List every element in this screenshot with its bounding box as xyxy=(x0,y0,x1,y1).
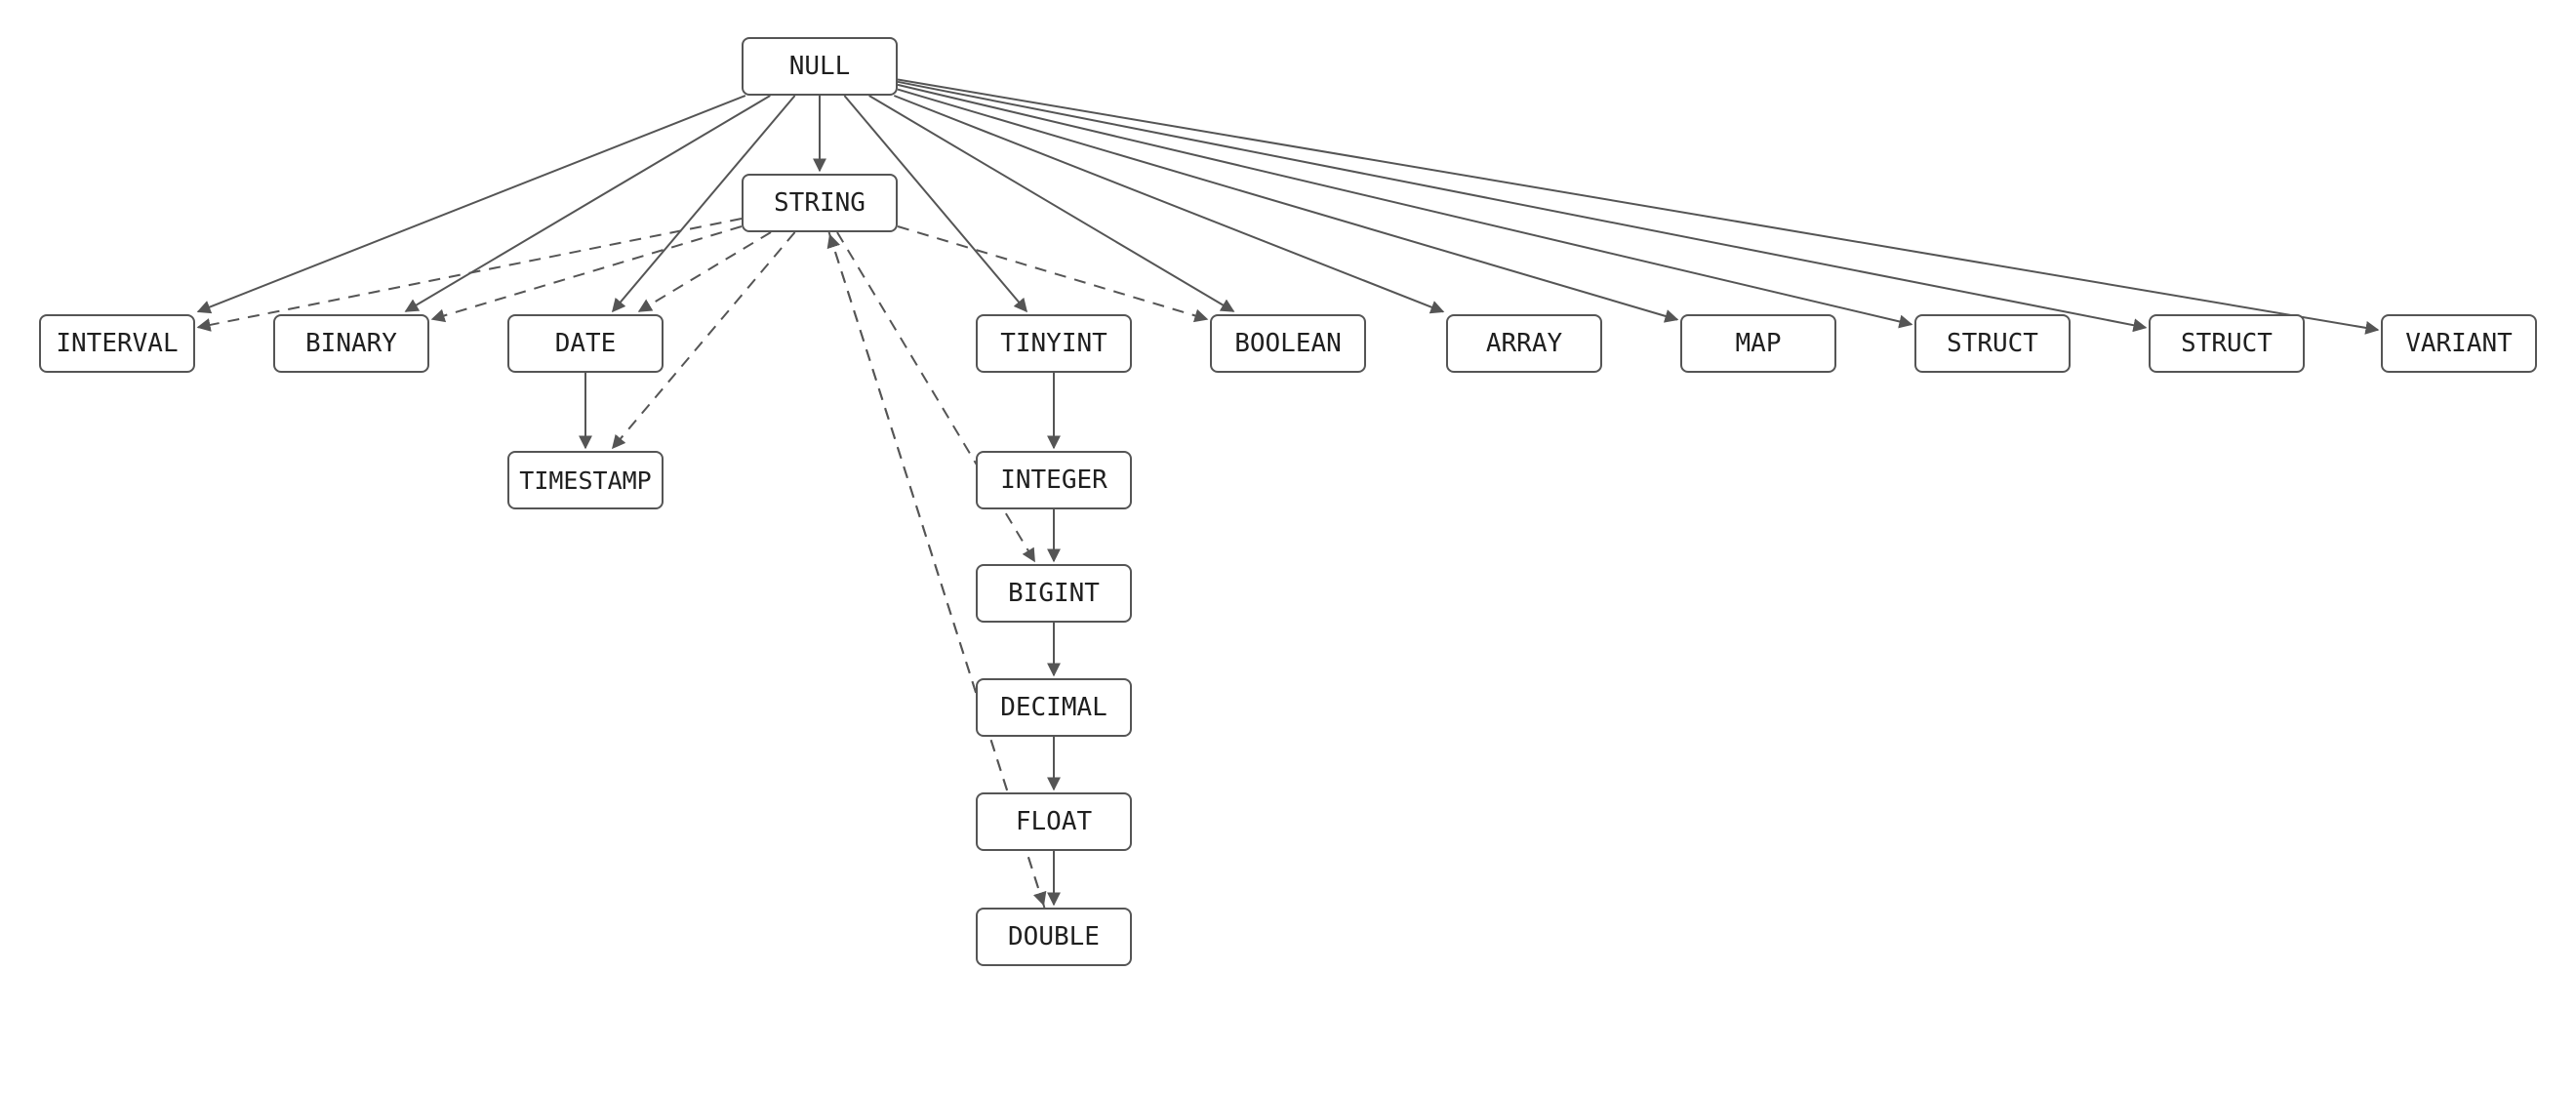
node-label: FLOAT xyxy=(1015,807,1093,836)
node-decimal[interactable]: DECIMAL xyxy=(976,678,1132,737)
node-timestamp[interactable]: TIMESTAMP xyxy=(507,451,664,509)
node-double[interactable]: DOUBLE xyxy=(976,908,1132,966)
edge-null-to-variant xyxy=(897,78,2380,335)
node-tinyint[interactable]: TINYINT xyxy=(976,314,1132,373)
node-bigint[interactable]: BIGINT xyxy=(976,564,1132,623)
edge-string-to-bigint xyxy=(836,231,1036,563)
node-label: STRING xyxy=(774,188,865,218)
node-label: ARRAY xyxy=(1485,329,1563,358)
node-label: BINARY xyxy=(305,329,397,358)
edge-null-to-struct1 xyxy=(897,83,1913,329)
node-label: STRUCT xyxy=(1947,329,2038,358)
node-struct2[interactable]: STRUCT xyxy=(2149,314,2305,373)
node-label: STRUCT xyxy=(2181,329,2273,358)
node-float[interactable]: FLOAT xyxy=(976,792,1132,851)
node-label: BIGINT xyxy=(1008,579,1100,608)
node-label: DECIMAL xyxy=(1000,693,1107,722)
node-map[interactable]: MAP xyxy=(1680,314,1836,373)
node-variant[interactable]: VARIANT xyxy=(2381,314,2537,373)
node-null[interactable]: NULL xyxy=(742,37,898,96)
node-integer[interactable]: INTEGER xyxy=(976,451,1132,509)
edge-string-to-timestamp xyxy=(611,231,796,450)
edge-string-to-binary xyxy=(430,225,743,323)
node-array[interactable]: ARRAY xyxy=(1446,314,1602,373)
node-interval[interactable]: INTERVAL xyxy=(39,314,195,373)
node-binary[interactable]: BINARY xyxy=(273,314,429,373)
node-label: INTEGER xyxy=(1000,466,1107,495)
node-label: TINYINT xyxy=(1000,329,1107,358)
node-label: BOOLEAN xyxy=(1234,329,1342,358)
edge-double-to-string xyxy=(826,233,1046,909)
node-boolean[interactable]: BOOLEAN xyxy=(1210,314,1366,373)
edge-null-to-date xyxy=(611,95,796,313)
node-label: DATE xyxy=(554,329,617,358)
edge-null-to-boolean xyxy=(868,95,1235,312)
edge-null-to-array xyxy=(893,95,1445,314)
node-label: NULL xyxy=(788,52,851,81)
node-label: DOUBLE xyxy=(1008,922,1100,951)
node-label: VARIANT xyxy=(2405,329,2513,358)
edge-null-to-interval xyxy=(196,95,746,314)
edge-null-to-struct2 xyxy=(897,80,2148,333)
edge-string-to-interval xyxy=(196,218,743,332)
node-struct1[interactable]: STRUCT xyxy=(1914,314,2071,373)
node-string[interactable]: STRING xyxy=(742,174,898,232)
edge-string-to-date xyxy=(637,231,772,312)
node-label: MAP xyxy=(1735,329,1782,358)
node-date[interactable]: DATE xyxy=(507,314,664,373)
edge-string-to-boolean xyxy=(897,225,1209,323)
node-label: TIMESTAMP xyxy=(519,466,652,495)
edge-null-to-binary xyxy=(404,95,771,312)
edge-null-to-tinyint xyxy=(843,95,1028,313)
node-label: INTERVAL xyxy=(56,329,179,358)
edge-null-to-map xyxy=(897,88,1679,323)
